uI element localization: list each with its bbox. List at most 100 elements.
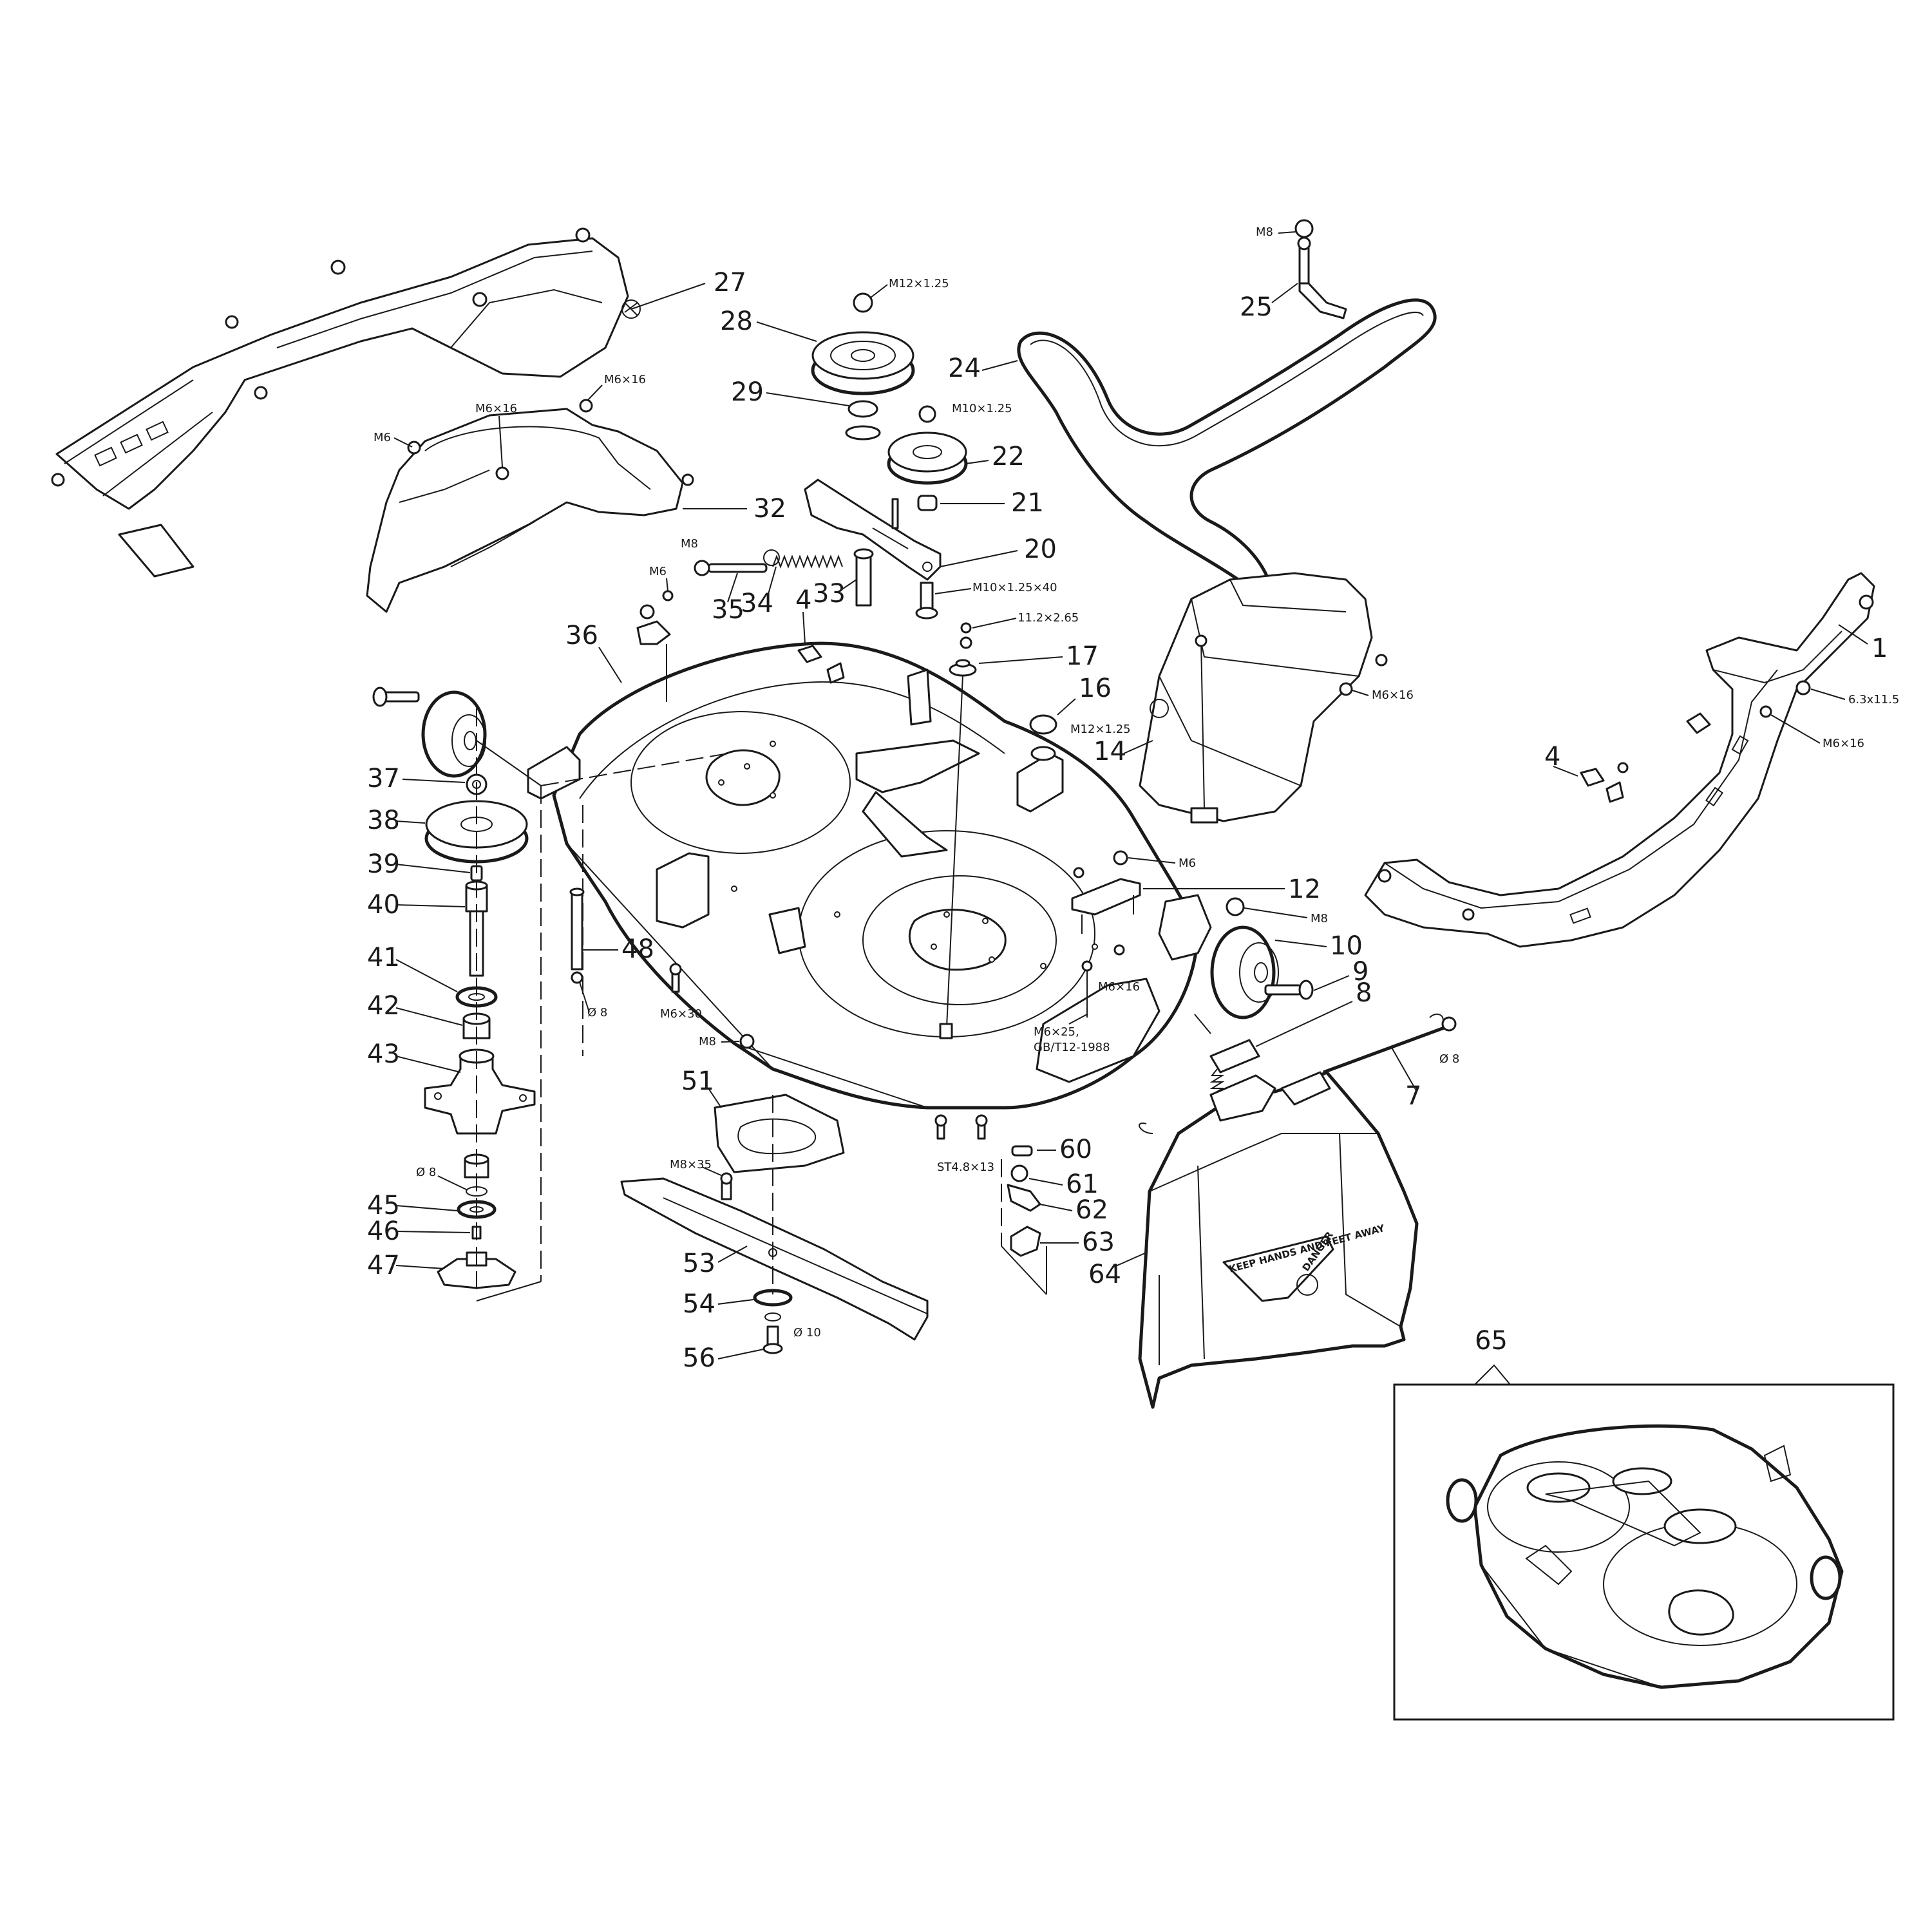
spec-label: M12×1.25	[1070, 723, 1131, 736]
part-62-latch	[1007, 1184, 1041, 1212]
part-43-spindle-housing	[424, 1048, 536, 1135]
part-51-baffle-plate	[714, 1094, 845, 1173]
part-33-pivot-stud	[853, 548, 874, 607]
part-25-belt-guide: M8	[1256, 219, 1347, 319]
callout-label: 8	[1356, 978, 1372, 1008]
spec-label: Ø 8	[587, 1006, 607, 1019]
callout-45: 45	[367, 1191, 458, 1220]
callout-38: 38	[367, 806, 426, 835]
spec-label: M6×16	[1098, 980, 1140, 994]
part-9-bolt	[1264, 980, 1314, 1000]
callout-7: 7	[1390, 1046, 1421, 1111]
callout-16: 16	[1057, 674, 1112, 715]
callout-60: 60	[1037, 1135, 1092, 1164]
callout-65: 65	[1474, 1326, 1511, 1385]
callout-label: 34	[741, 589, 773, 618]
callout-22: 22 M10×1.25	[952, 402, 1025, 471]
callout-1: 1	[1838, 624, 1888, 663]
callout-27: 27	[630, 268, 746, 310]
inset-assembled-deck	[1393, 1383, 1895, 1721]
callout-label: 27	[714, 268, 746, 298]
callout-42: 42	[367, 991, 463, 1026]
callout-label: 10	[1330, 931, 1363, 961]
callout-8: 8	[1255, 978, 1372, 1047]
spec-label: M6	[374, 431, 391, 444]
spec-label: M6×16	[1823, 737, 1864, 750]
callout-41: 41	[367, 943, 458, 992]
callout-48: 48	[583, 934, 654, 964]
part-7-chute-rod: Ø 8	[1323, 1013, 1459, 1074]
spec-label: Ø 10	[793, 1326, 821, 1340]
callout-label: 38	[367, 806, 400, 835]
callout-12: 12	[1143, 875, 1321, 904]
callout-54: 54	[683, 1289, 754, 1319]
callout-43: 43	[367, 1039, 461, 1073]
callout-47: 47	[367, 1251, 445, 1280]
callout-46: 46	[367, 1217, 471, 1246]
callout-53: 53	[683, 1245, 748, 1278]
spec-label: M6×30	[660, 1007, 702, 1021]
spec-label: 6.3x11.5	[1848, 693, 1899, 706]
part-16-nut: M12×1.25	[1029, 714, 1131, 761]
part-29-spacer	[845, 400, 881, 440]
part-4-nut-plate-deck	[797, 645, 845, 684]
callout-10: 10	[1274, 931, 1363, 961]
spec-label: M6×16	[475, 402, 517, 415]
callout-label: 22	[992, 442, 1025, 471]
callout-61: 61	[1028, 1170, 1099, 1199]
callout-label: 62	[1075, 1195, 1108, 1225]
callout-label: 12	[1288, 875, 1321, 904]
part-deck-screws: M6×16 M6×25, GB/T12-1988	[1034, 944, 1140, 1054]
callout-label: 7	[1405, 1081, 1421, 1111]
callout-label: 32	[753, 494, 786, 524]
part-4-nut-plate-right	[1580, 762, 1629, 803]
callout-label: 20	[1024, 535, 1057, 564]
callout-label: 21	[1011, 488, 1044, 518]
spec-label: M10×1.25×40	[972, 581, 1057, 594]
callout-34: 34	[741, 566, 777, 618]
callout-label: 42	[367, 991, 400, 1021]
callout-39: 39	[367, 849, 471, 879]
part-21-bushing	[917, 495, 938, 511]
spec-label: M12×1.25	[889, 277, 949, 290]
part-deck-anchor-left: M6	[636, 565, 674, 702]
callout-label: 48	[621, 934, 654, 964]
callout-label: 56	[683, 1343, 715, 1373]
latch-axis-line-2	[1001, 1245, 1047, 1295]
spec-label: M6	[1179, 857, 1196, 870]
callout-label: 16	[1079, 674, 1112, 703]
part-17-washer: 11.2×2.65	[939, 611, 1079, 1039]
spec-label: M8	[681, 537, 698, 551]
spec-label: 11.2×2.65	[1018, 611, 1079, 625]
part-20-idler-arm	[804, 478, 942, 581]
callout-label: 51	[681, 1066, 714, 1096]
callout-label: 45	[367, 1191, 400, 1220]
callout-label: 28	[720, 307, 753, 336]
callout-label: 60	[1059, 1135, 1092, 1164]
part-35-rod: M8	[681, 537, 768, 576]
spec-label: M6	[649, 565, 667, 578]
callout-24: 24	[948, 354, 1018, 383]
callout-62: 62	[1039, 1195, 1108, 1225]
callout-40: 40	[367, 890, 466, 920]
callout-33: 33	[813, 579, 857, 609]
callout-label: 4	[1544, 742, 1560, 772]
part-53-blade: M8×35	[620, 1158, 929, 1341]
callout-label: 37	[367, 764, 400, 793]
part-61-spring	[1010, 1164, 1028, 1182]
callout-14: 14	[1094, 737, 1153, 766]
callout-9: 9	[1313, 957, 1368, 991]
callout-label: 36	[565, 621, 598, 650]
spec-label: M6×16	[604, 373, 646, 386]
spec-label: GB/T12-1988	[1034, 1041, 1110, 1054]
callout-29: 29	[731, 377, 849, 407]
part-14-belt-guard: M6×16	[1139, 572, 1414, 824]
part-28-pulley	[811, 292, 915, 395]
callout-label: 35	[712, 595, 744, 625]
part-screw-st48: ST4.8×13	[934, 1114, 994, 1174]
callout-label: 39	[367, 849, 400, 879]
part-60-pin	[1011, 1145, 1033, 1157]
part-24-belt	[1017, 298, 1437, 594]
spec-label: M10×1.25	[952, 402, 1012, 415]
